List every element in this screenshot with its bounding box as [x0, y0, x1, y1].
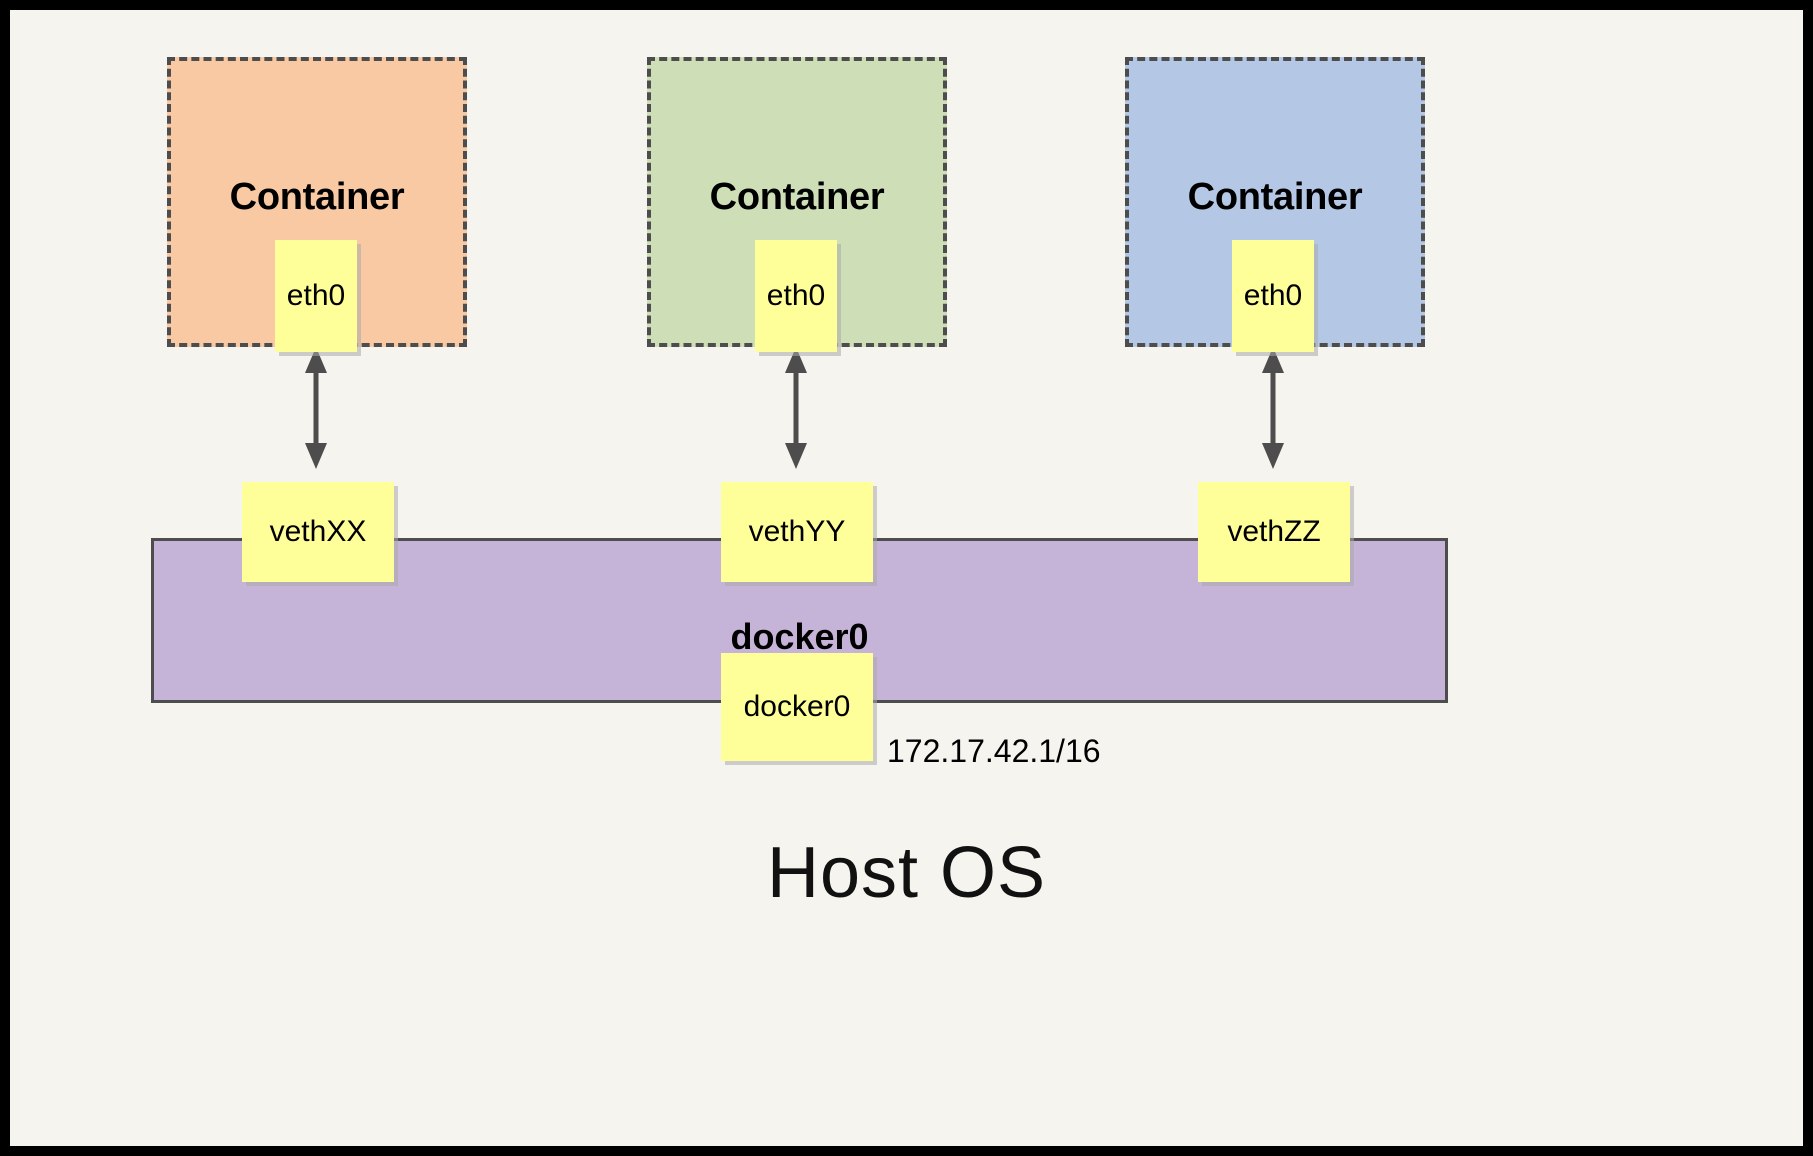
host-os-label: Host OS: [766, 833, 1047, 913]
veth-node-2: vethYY: [721, 482, 873, 582]
container-title-2: Container: [709, 176, 885, 218]
diagram-canvas: Container Container Container eth0 eth0 …: [10, 10, 1803, 1146]
docker0-bridge-title: docker0: [730, 616, 869, 657]
eth0-node-2: eth0: [755, 240, 837, 352]
double-arrow-icon-1: [305, 347, 327, 469]
double-arrow-icon-3: [1262, 347, 1284, 469]
veth-node-3: vethZZ: [1198, 482, 1350, 582]
docker0-ip-label: 172.17.42.1/16: [887, 733, 1101, 769]
double-arrow-icon-2: [785, 347, 807, 469]
container-title-3: Container: [1187, 176, 1363, 218]
docker0-interface-node: docker0: [721, 653, 873, 761]
veth-node-1: vethXX: [242, 482, 394, 582]
eth0-node-3: eth0: [1232, 240, 1314, 352]
container-title-1: Container: [229, 176, 405, 218]
eth0-node-1: eth0: [275, 240, 357, 352]
